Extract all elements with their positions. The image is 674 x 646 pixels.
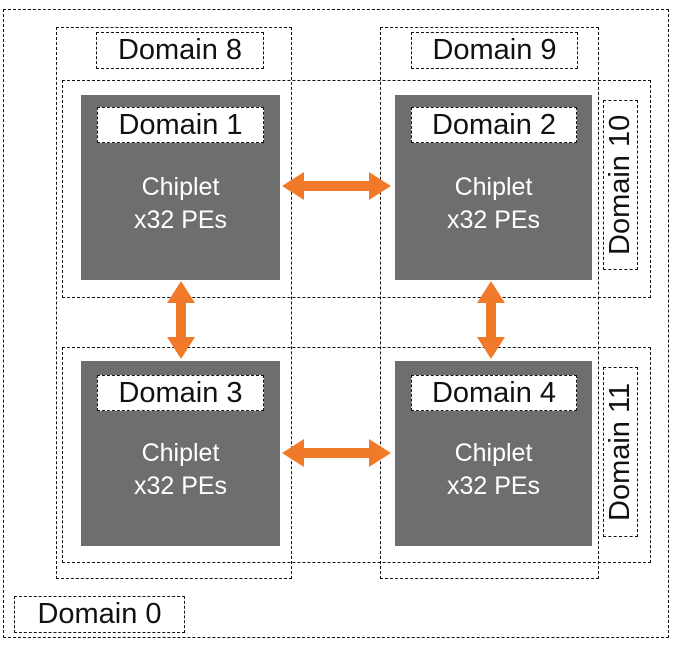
chiplet-1: Domain 1 Chiplet x32 PEs [81,95,280,280]
chiplet-1-line1: Chiplet [141,173,220,201]
domain-8-label: Domain 8 [96,32,264,69]
domain-8-boundary [56,27,292,579]
arrow-1-3 [167,281,195,359]
arrow-1-2 [282,172,391,200]
arrow-2-4 [477,281,505,359]
chiplet-4: Domain 4 Chiplet x32 PEs [395,361,592,546]
chiplet-4-line2: x32 PEs [446,472,541,500]
chiplet-2: Domain 2 Chiplet x32 PEs [395,95,592,280]
domain-2-label: Domain 2 [411,107,577,143]
chiplet-3-text: Chiplet x32 PEs [81,437,280,503]
domain-0-label: Domain 0 [14,596,185,633]
chiplet-3: Domain 3 Chiplet x32 PEs [81,361,280,546]
chiplet-1-text: Chiplet x32 PEs [81,171,280,237]
chiplet-2-line2: x32 PEs [446,206,541,234]
chiplet-2-text: Chiplet x32 PEs [395,171,592,237]
chiplet-3-line1: Chiplet [141,439,220,467]
domain-11-boundary [62,347,651,563]
chiplet-1-line2: x32 PEs [133,206,228,234]
domain-1-label: Domain 1 [97,107,264,143]
chiplet-3-line2: x32 PEs [133,472,228,500]
domain-4-label: Domain 4 [411,375,577,411]
chiplet-4-line1: Chiplet [454,439,533,467]
domain-9-label: Domain 9 [411,32,578,69]
domain-0-boundary [3,9,669,638]
domain-10-boundary [62,80,651,298]
domain-3-label: Domain 3 [97,375,264,411]
domain-9-boundary [380,27,599,579]
chiplet-4-text: Chiplet x32 PEs [395,437,592,503]
arrow-3-4 [282,439,391,467]
chiplet-2-line1: Chiplet [454,173,533,201]
